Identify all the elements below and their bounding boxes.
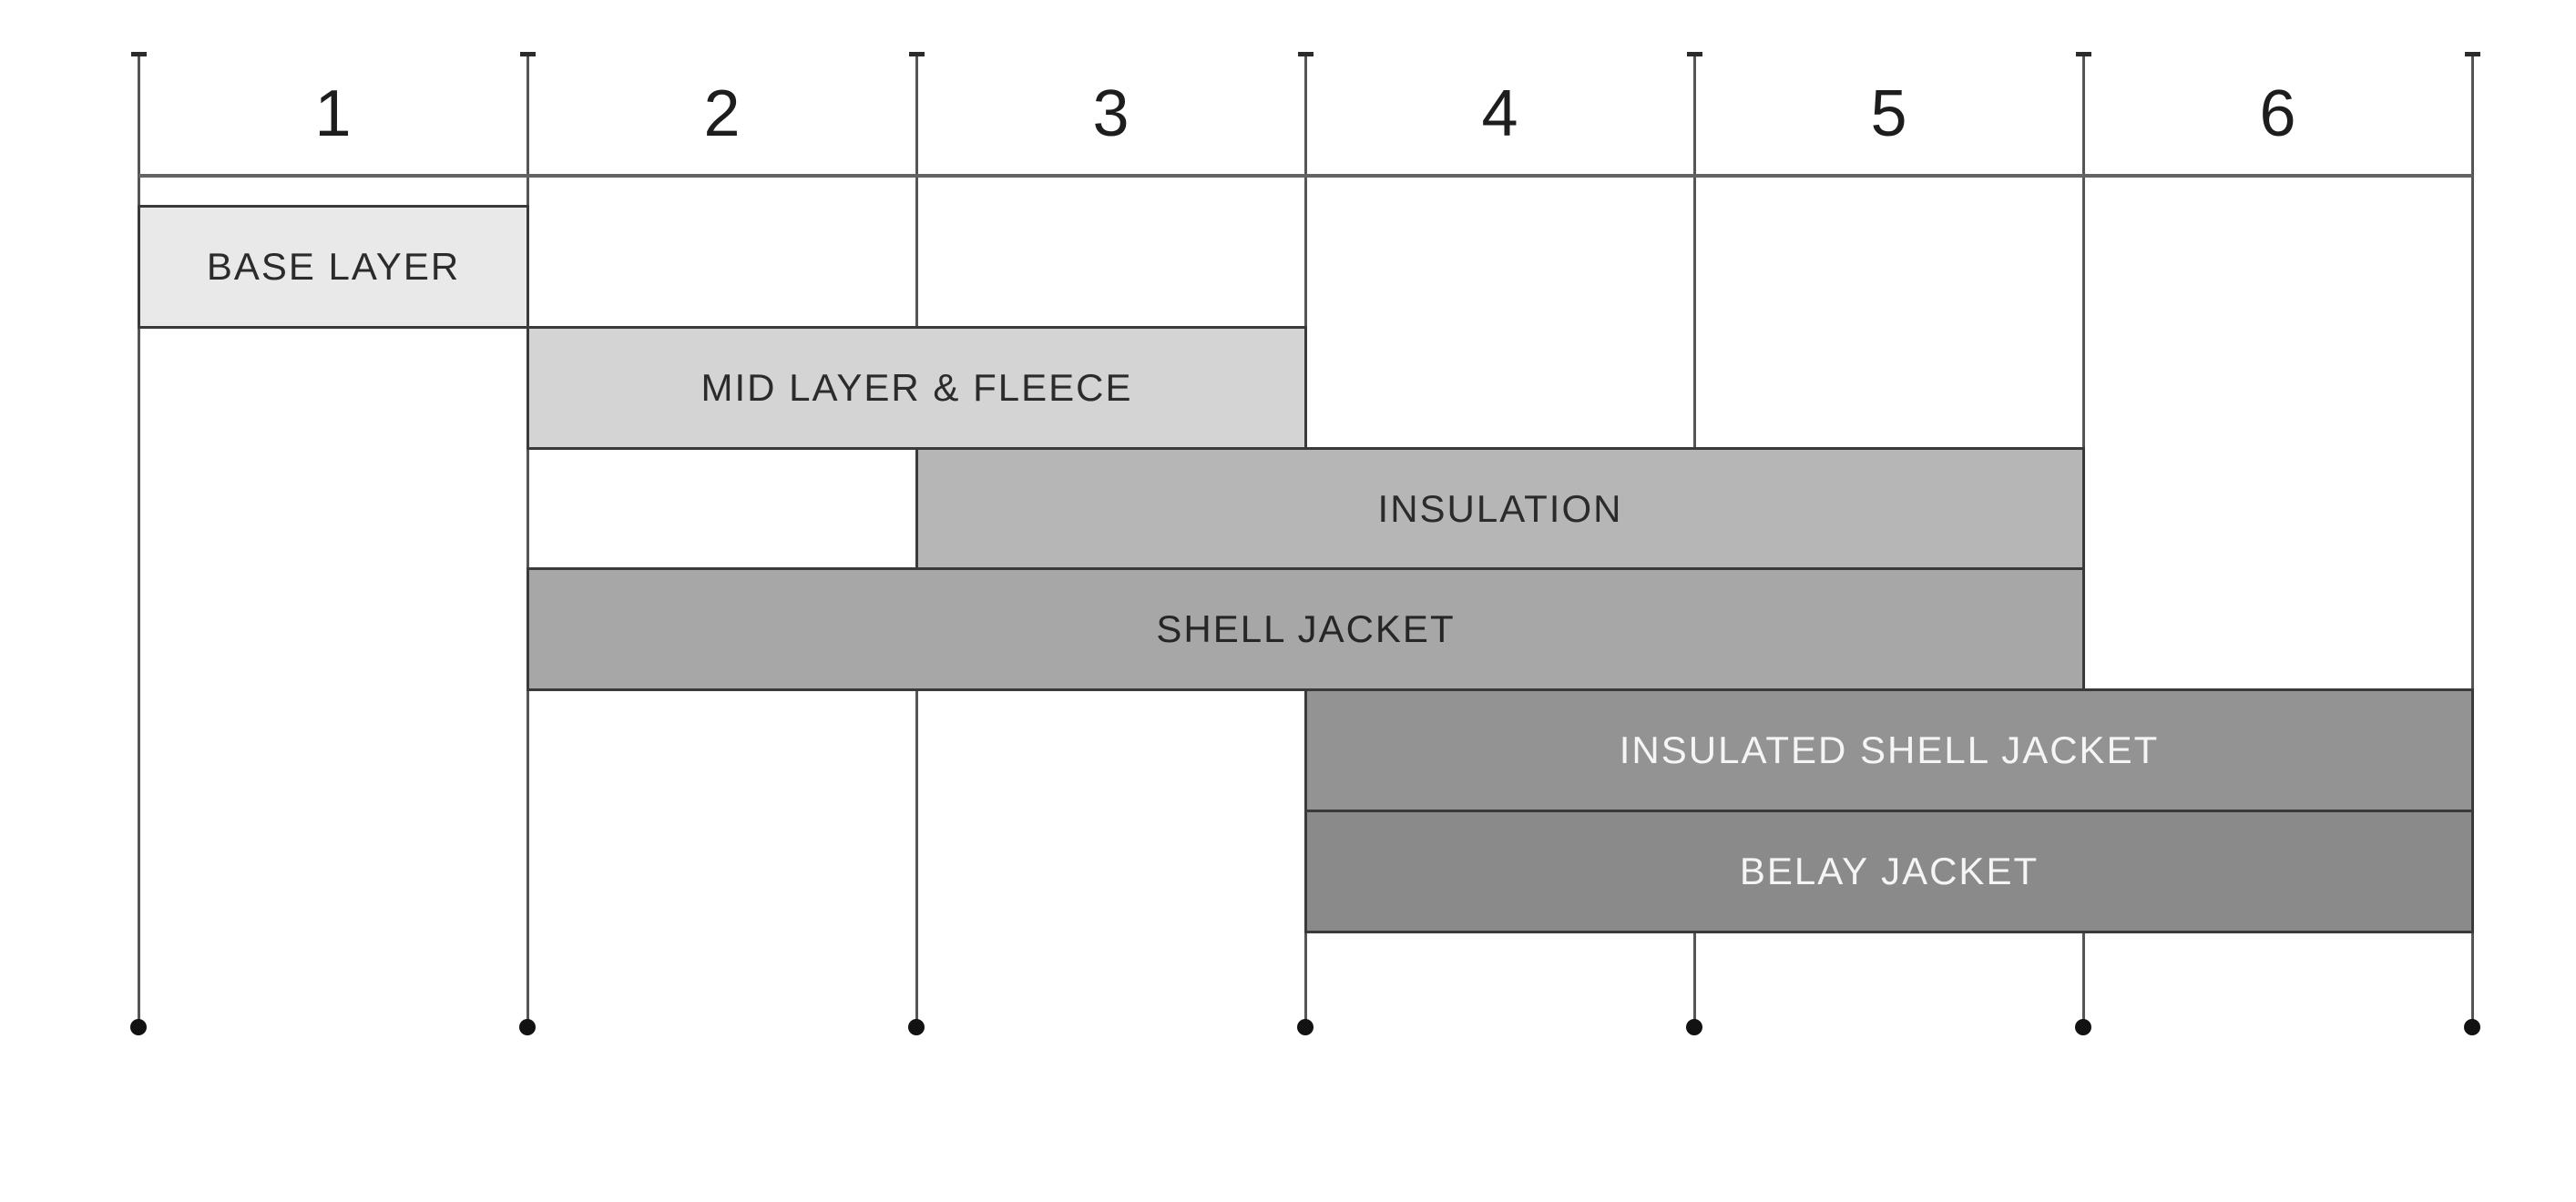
tick-cap bbox=[1298, 52, 1314, 56]
gridline bbox=[138, 55, 140, 1027]
column-label: 6 bbox=[2259, 77, 2296, 150]
column-label: 3 bbox=[1092, 77, 1130, 150]
bar-label: MID LAYER & FLEECE bbox=[700, 366, 1133, 409]
endpoint-dot bbox=[519, 1019, 536, 1035]
endpoint-dot bbox=[2075, 1019, 2091, 1035]
column-label: 5 bbox=[1870, 77, 1907, 150]
column-label: 4 bbox=[1481, 77, 1518, 150]
column-label: 1 bbox=[314, 77, 352, 150]
tick-cap bbox=[520, 52, 536, 56]
endpoint-dot bbox=[130, 1019, 147, 1035]
bar-label: BASE LAYER bbox=[206, 245, 461, 288]
tick-cap bbox=[2465, 52, 2480, 56]
column-label: 2 bbox=[703, 77, 741, 150]
endpoint-dot bbox=[2464, 1019, 2480, 1035]
bar-label: BELAY JACKET bbox=[1739, 850, 2039, 892]
tick-cap bbox=[909, 52, 925, 56]
header-separator-line bbox=[138, 174, 2472, 178]
endpoint-dot bbox=[1297, 1019, 1314, 1035]
chart-bar: INSULATION bbox=[915, 447, 2085, 571]
tick-cap bbox=[131, 52, 147, 56]
chart-bar: BELAY JACKET bbox=[1304, 810, 2474, 933]
tick-cap bbox=[2076, 52, 2091, 56]
chart-bar: MID LAYER & FLEECE bbox=[526, 326, 1307, 450]
chart-bar: SHELL JACKET bbox=[526, 567, 2085, 691]
gridline bbox=[526, 55, 529, 1027]
endpoint-dot bbox=[908, 1019, 925, 1035]
gridline bbox=[2471, 55, 2474, 1027]
endpoint-dot bbox=[1686, 1019, 1702, 1035]
tick-cap bbox=[1687, 52, 1702, 56]
bar-label: INSULATION bbox=[1377, 487, 1623, 530]
chart-bar: BASE LAYER bbox=[138, 205, 529, 329]
bar-label: SHELL JACKET bbox=[1156, 607, 1456, 650]
bar-label: INSULATED SHELL JACKET bbox=[1619, 728, 2160, 771]
